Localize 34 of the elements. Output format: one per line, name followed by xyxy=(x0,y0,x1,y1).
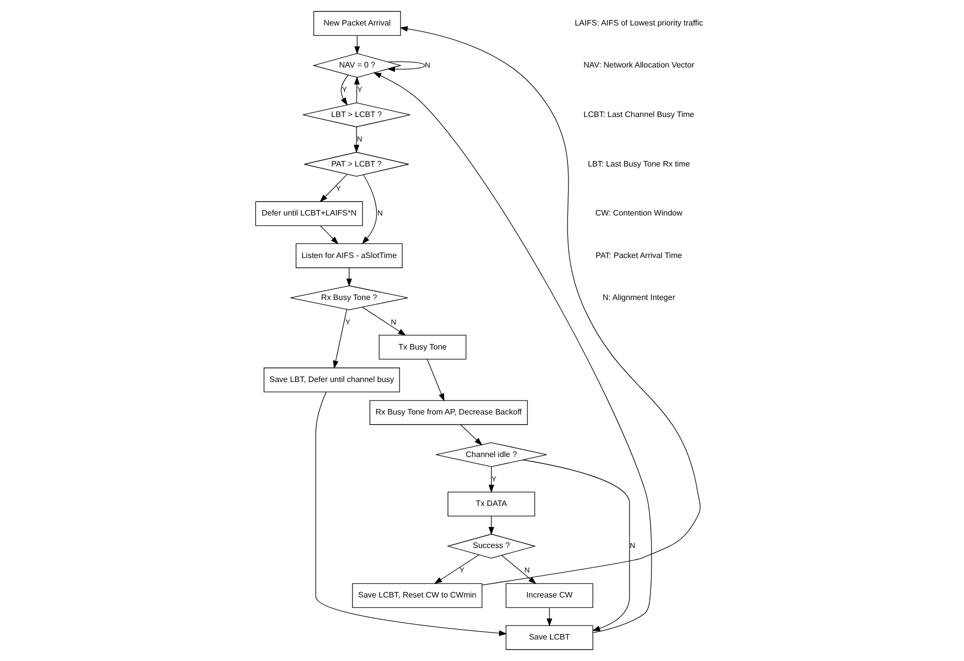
edge-label: N xyxy=(356,134,362,144)
edge-label: N xyxy=(630,541,636,550)
arrow xyxy=(373,72,652,634)
edge-label: Y xyxy=(342,85,347,94)
arrow xyxy=(362,306,406,336)
arrow xyxy=(546,607,552,626)
arrow xyxy=(354,35,360,54)
arrow xyxy=(426,358,444,402)
edge-label: N xyxy=(378,208,383,218)
arrow xyxy=(320,174,348,202)
arrow xyxy=(354,76,360,103)
arrow xyxy=(346,268,352,287)
arrow xyxy=(315,392,508,636)
arrow xyxy=(320,226,339,244)
arrow xyxy=(522,460,630,632)
arrow xyxy=(362,174,377,244)
arrow xyxy=(501,555,536,584)
arrow xyxy=(332,309,348,369)
arrow xyxy=(460,424,482,446)
arrow xyxy=(488,466,494,493)
arrow xyxy=(387,61,425,72)
edge-label: Y xyxy=(492,474,496,484)
edge-label: N xyxy=(390,317,396,326)
arrow xyxy=(488,516,494,536)
arrow xyxy=(340,74,349,106)
arrow xyxy=(400,26,701,586)
arrow xyxy=(434,554,480,584)
edge-label: Y xyxy=(357,85,362,94)
edge-label: Y xyxy=(460,566,464,575)
edge-label: N xyxy=(424,60,430,70)
edge-label: Y xyxy=(345,317,350,326)
edge-label: N xyxy=(524,566,530,575)
arrow xyxy=(354,126,360,153)
edge-label: Y xyxy=(336,184,341,193)
